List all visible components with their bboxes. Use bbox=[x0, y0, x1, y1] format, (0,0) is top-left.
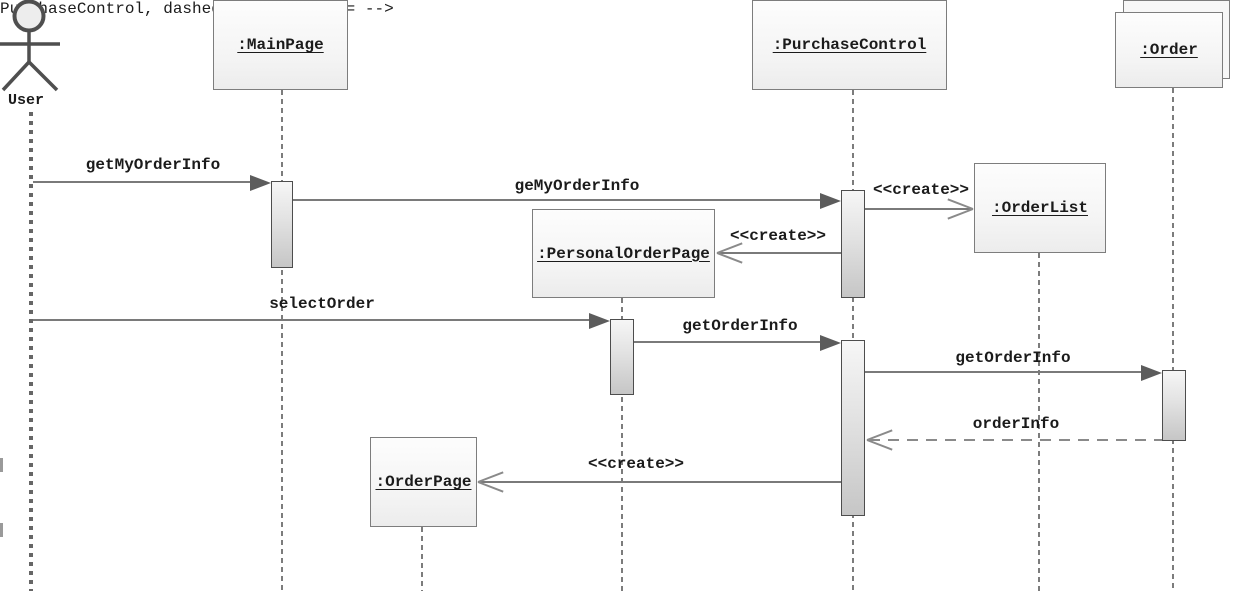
activation-mainpage bbox=[271, 181, 293, 268]
object-personalorderpage-label: :PersonalOrderPage bbox=[537, 244, 710, 263]
message-getmyorderinfo-line bbox=[33, 181, 253, 183]
object-mainpage: :MainPage bbox=[213, 0, 348, 90]
object-mainpage-label: :MainPage bbox=[237, 36, 324, 54]
lifeline-user bbox=[29, 112, 33, 591]
message-create-personalorderpage-line bbox=[719, 252, 841, 254]
lifeline-personalorderpage bbox=[621, 298, 623, 591]
message-getorderinfo-order-arrowhead bbox=[1141, 365, 1162, 381]
message-orderinfo-return-line bbox=[869, 439, 1162, 441]
message-gemyorderinfo-label: geMyOrderInfo bbox=[514, 177, 640, 195]
message-getorderinfo-control-arrowhead bbox=[820, 335, 841, 351]
message-selectorder-line bbox=[33, 319, 592, 321]
lifeline-order bbox=[1172, 88, 1174, 591]
object-orderpage-label: :OrderPage bbox=[375, 473, 472, 491]
left-edge-artifact bbox=[0, 523, 3, 537]
left-edge-artifact bbox=[0, 458, 3, 472]
message-getmyorderinfo-label: getMyOrderInfo bbox=[85, 156, 221, 174]
object-orderpage: :OrderPage bbox=[370, 437, 477, 527]
message-gemyorderinfo-arrowhead bbox=[820, 193, 841, 209]
message-create-orderpage-label: <<create>> bbox=[587, 455, 685, 473]
object-order-label: :Order bbox=[1140, 41, 1198, 59]
message-create-orderlist-label: <<create>> bbox=[872, 181, 970, 199]
object-orderlist-label: :OrderList bbox=[991, 199, 1088, 217]
message-getorderinfo-order-label: getOrderInfo bbox=[955, 349, 1071, 367]
message-getorderinfo-control-label: getOrderInfo bbox=[682, 317, 798, 335]
message-orderinfo-return-label: orderInfo bbox=[972, 415, 1060, 433]
message-create-orderpage-line bbox=[480, 481, 841, 483]
activation-order bbox=[1162, 370, 1186, 441]
message-gemyorderinfo-line bbox=[293, 199, 823, 201]
activation-purchasecontrol-1 bbox=[841, 190, 865, 298]
object-purchasecontrol: :PurchaseControl bbox=[752, 0, 947, 90]
message-create-orderlist-line bbox=[865, 208, 971, 210]
object-personalorderpage: :PersonalOrderPage bbox=[532, 209, 715, 298]
lifeline-mainpage bbox=[281, 90, 283, 591]
object-purchasecontrol-label: :PurchaseControl bbox=[772, 36, 927, 54]
lifeline-orderlist bbox=[1038, 253, 1040, 591]
object-order: :Order bbox=[1115, 12, 1223, 88]
activation-personalorderpage bbox=[610, 319, 634, 395]
message-selectorder-arrowhead bbox=[589, 313, 610, 329]
message-selectorder-label: selectOrder bbox=[269, 295, 375, 313]
object-orderlist: :OrderList bbox=[974, 163, 1106, 253]
message-getorderinfo-control-line bbox=[634, 341, 822, 343]
activation-purchasecontrol-2 bbox=[841, 340, 865, 516]
actor-user-label: User bbox=[8, 92, 45, 109]
message-getmyorderinfo-arrowhead bbox=[250, 175, 271, 191]
message-create-personalorderpage-label: <<create>> bbox=[729, 227, 827, 245]
lifeline-orderpage bbox=[421, 527, 423, 591]
actor-user-icon bbox=[0, 0, 60, 92]
message-getorderinfo-order-line bbox=[865, 371, 1144, 373]
